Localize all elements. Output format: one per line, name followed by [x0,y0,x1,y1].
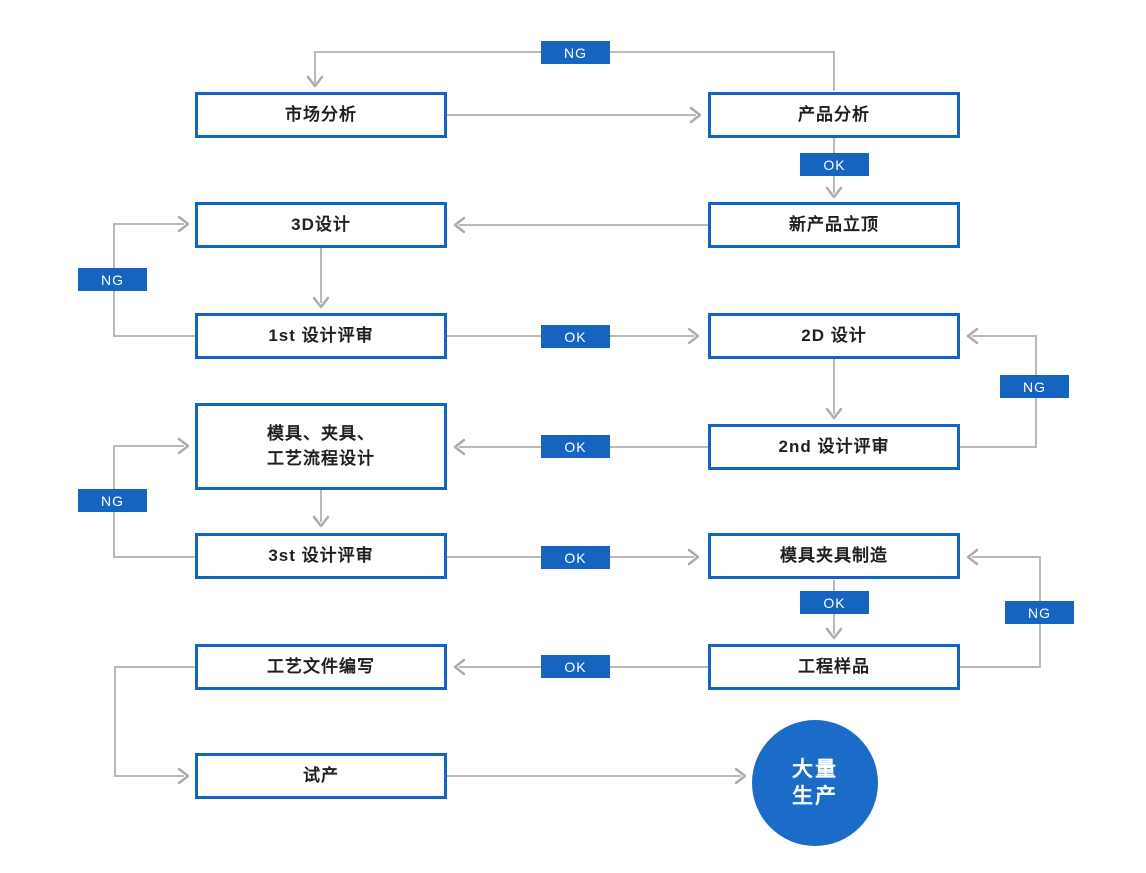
ng-badge-3rd-review-to-mold-design: NG [78,489,147,512]
connector-process-doc-to-trial [114,666,195,785]
node-label-line2: 生产 [792,785,838,808]
node-label-line2: 工艺流程设计 [267,448,375,468]
node-engineering-sample: 工程样品 [708,644,960,690]
node-label: 3st 设计评审 [268,545,374,565]
connector-mold-design-to-3rd-review [312,490,330,528]
node-label: 工艺文件编写 [267,656,375,676]
node-3d-design: 3D设计 [195,202,447,248]
node-2d-design: 2D 设计 [708,313,960,359]
ng-badge-1st-review-to-3d: NG [78,268,147,291]
node-process-document-writing: 工艺文件编写 [195,644,447,690]
ok-badge-sample-to-process-doc: OK [541,655,610,678]
connector-3d-to-1st-review [312,248,330,309]
node-label: 市场分析 [285,104,357,124]
node-mold-fixture-process-design: 模具、夹具、 工艺流程设计 [195,403,447,490]
ng-badge-2nd-review-to-2d: NG [1000,375,1069,398]
ok-badge-2nd-review-to-mold-design: OK [541,435,610,458]
node-label: 2D 设计 [801,325,867,345]
ng-badge-product-to-market: NG [541,41,610,64]
ok-badge-3rd-review-to-manufacturing: OK [541,546,610,569]
node-label-line1: 模具、夹具、 [267,423,375,443]
node-label-line1: 大量 [792,757,838,781]
ok-badge-1st-review-to-2d: OK [541,325,610,348]
node-mold-fixture-manufacturing: 模具夹具制造 [708,533,960,579]
node-label: 产品分析 [798,104,870,124]
node-label: 试产 [303,765,339,785]
node-label: 新产品立顶 [789,214,879,234]
ok-badge-manufacturing-to-sample: OK [800,591,869,614]
node-label: 模具夹具制造 [780,545,888,565]
node-label: 1st 设计评审 [268,325,374,345]
connector-trial-to-mass-production [447,767,747,785]
ng-badge-sample-to-manufacturing: NG [1005,601,1074,624]
connector-2d-to-2nd-review [825,359,843,420]
node-label: 2nd 设计评审 [778,436,890,456]
node-trial-production: 试产 [195,753,447,799]
node-product-analysis: 产品分析 [708,92,960,138]
node-new-product-approval: 新产品立顶 [708,202,960,248]
node-1st-design-review: 1st 设计评审 [195,313,447,359]
node-3rd-design-review: 3st 设计评审 [195,533,447,579]
connector-market-to-product [447,106,702,124]
connector-new-product-to-3d [453,216,708,234]
node-2nd-design-review: 2nd 设计评审 [708,424,960,470]
node-label: 工程样品 [798,656,870,676]
node-label: 3D设计 [291,214,351,234]
ok-badge-product-to-new-product: OK [800,153,869,176]
node-market-analysis: 市场分析 [195,92,447,138]
node-mass-production: 大量 生产 [752,720,878,846]
